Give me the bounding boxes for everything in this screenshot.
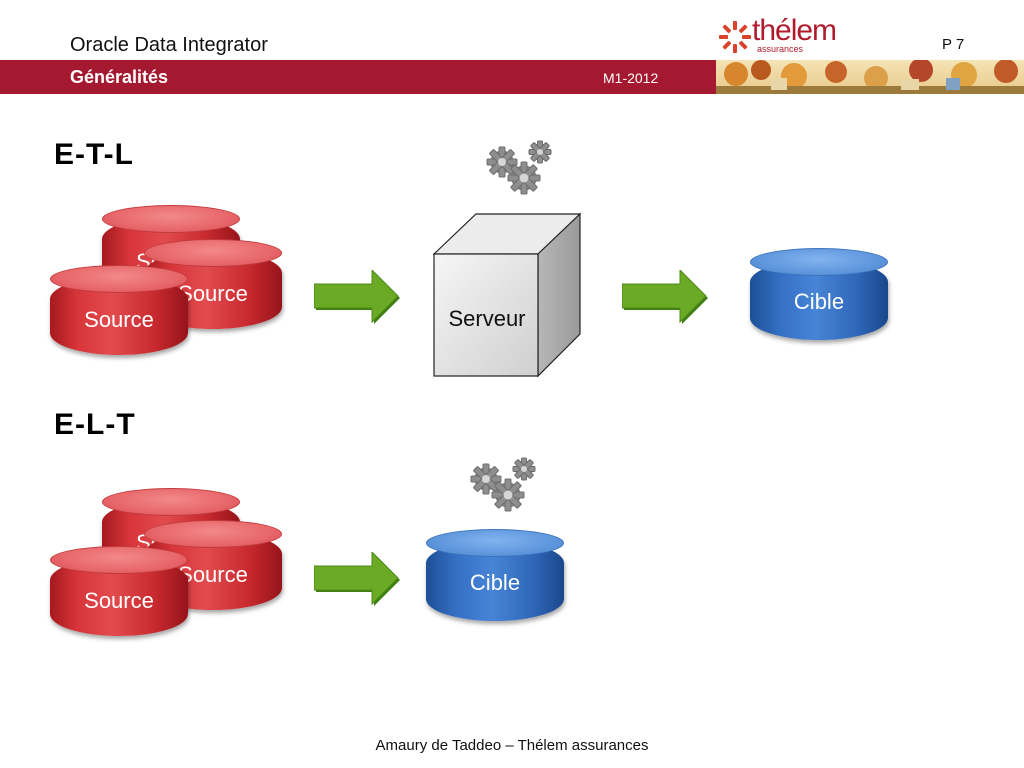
arrow-right-icon bbox=[314, 552, 400, 606]
logo-text: thélem bbox=[752, 14, 837, 47]
course-code: M1-2012 bbox=[603, 70, 659, 86]
slide-subtitle: Généralités bbox=[70, 67, 169, 87]
section-title-elt: E-L-T bbox=[54, 408, 136, 441]
server-cube-icon bbox=[432, 212, 582, 378]
source-database-front: Source bbox=[50, 265, 188, 357]
section-title-etl: E-T-L bbox=[54, 138, 134, 171]
server-label: Serveur bbox=[448, 306, 526, 331]
logo-subtext: assurances bbox=[757, 44, 804, 54]
banner-illustration bbox=[716, 60, 1024, 94]
footer-credit: Amaury de Taddeo – Thélem assurances bbox=[375, 737, 649, 754]
gears-icon bbox=[486, 140, 552, 195]
arrow-right-icon bbox=[314, 270, 400, 324]
target-database: Cible bbox=[426, 529, 564, 623]
target-database: Cible bbox=[750, 248, 888, 342]
arrow-right-icon bbox=[622, 270, 708, 324]
thelem-logo-icon bbox=[719, 21, 751, 53]
gears-icon bbox=[470, 457, 536, 512]
presentation-title: Oracle Data Integrator bbox=[70, 34, 268, 56]
source-database-front: Source bbox=[50, 546, 188, 638]
page-number: P 7 bbox=[942, 36, 965, 53]
